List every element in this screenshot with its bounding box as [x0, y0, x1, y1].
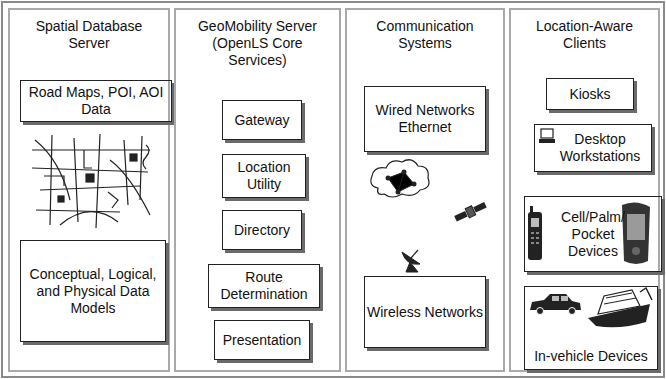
box-label: Wired Networks Ethernet [365, 102, 485, 136]
box-label: Wireless Networks [367, 304, 483, 321]
component-box: Wireless Networks [364, 276, 486, 348]
panel-heading: Location-Aware Clients [517, 18, 652, 52]
column-panel: Location-Aware ClientsKiosksDesktop Work… [509, 8, 660, 372]
panel-heading: Spatial Database Server [16, 18, 162, 52]
network-cloud [371, 160, 429, 197]
box-label: Route Determination [209, 269, 319, 303]
ship-icon [588, 288, 652, 327]
car-icon [530, 294, 581, 315]
box-text: Road Maps, POI, AOI Data [21, 84, 171, 118]
cell-phone-icon [528, 206, 542, 260]
dish-antenna [402, 250, 420, 272]
pocket-device-icon [622, 202, 650, 264]
box-text: Directory [234, 222, 290, 239]
box-text: Route Determination [209, 269, 319, 303]
box-label: Location Utility [223, 159, 305, 193]
column-panel: Communication SystemsWired Networks Ethe… [345, 8, 505, 372]
box-label: In-vehicle Devices [534, 348, 648, 365]
box-text: Presentation [223, 332, 302, 349]
box-label: Kiosks [569, 86, 610, 103]
box-label: Conceptual, Logical, and Physical Data M… [29, 266, 157, 317]
column-panel: Spatial Database ServerRoad Maps, POI, A… [8, 8, 170, 372]
component-box: Gateway [222, 100, 302, 140]
satellite-icon [453, 200, 487, 223]
box-text: Desktop Workstations [553, 131, 647, 165]
component-box: Conceptual, Logical, and Physical Data M… [20, 240, 166, 342]
column-heading: Communication Systems [353, 18, 497, 52]
box-text: Location Utility [223, 159, 305, 193]
panel-heading: Communication Systems [353, 18, 497, 52]
box-text: Conceptual, Logical, and Physical Data M… [29, 266, 157, 317]
column-heading: GeoMobility Server (OpenLS Core Services… [182, 18, 333, 69]
road-map-sketch [32, 134, 150, 228]
box-text: Wireless Networks [367, 304, 483, 321]
box-text: Gateway [234, 112, 289, 129]
box-text: Wired Networks Ethernet [365, 102, 485, 136]
box-text: Kiosks [569, 86, 610, 103]
column-panel: GeoMobility Server (OpenLS Core Services… [174, 8, 341, 372]
component-box: Desktop Workstations [534, 124, 652, 172]
box-label: Directory [234, 222, 290, 239]
component-box: Presentation [214, 320, 310, 360]
component-box: Cell/Palm/ Pocket Devices [524, 196, 662, 272]
panel-heading: GeoMobility Server (OpenLS Core Services… [182, 18, 333, 69]
component-box: Kiosks [546, 78, 634, 110]
box-label: Cell/Palm/ Pocket Devices [551, 209, 635, 260]
box-label: Gateway [234, 112, 289, 129]
box-text: Cell/Palm/ Pocket Devices [551, 209, 635, 260]
column-heading: Spatial Database Server [16, 18, 162, 52]
column-heading: Location-Aware Clients [517, 18, 652, 52]
computer-icon [539, 129, 555, 143]
component-box: Wired Networks Ethernet [364, 86, 486, 152]
component-box: Route Determination [208, 264, 320, 308]
component-box: Location Utility [222, 154, 306, 198]
box-label: Presentation [223, 332, 302, 349]
component-box: In-vehicle Devices [524, 286, 658, 370]
component-box: Directory [222, 210, 302, 250]
box-label: Desktop Workstations [553, 131, 647, 165]
box-label: Road Maps, POI, AOI Data [21, 84, 171, 118]
box-text: In-vehicle Devices [534, 348, 648, 365]
component-box: Road Maps, POI, AOI Data [20, 80, 172, 122]
